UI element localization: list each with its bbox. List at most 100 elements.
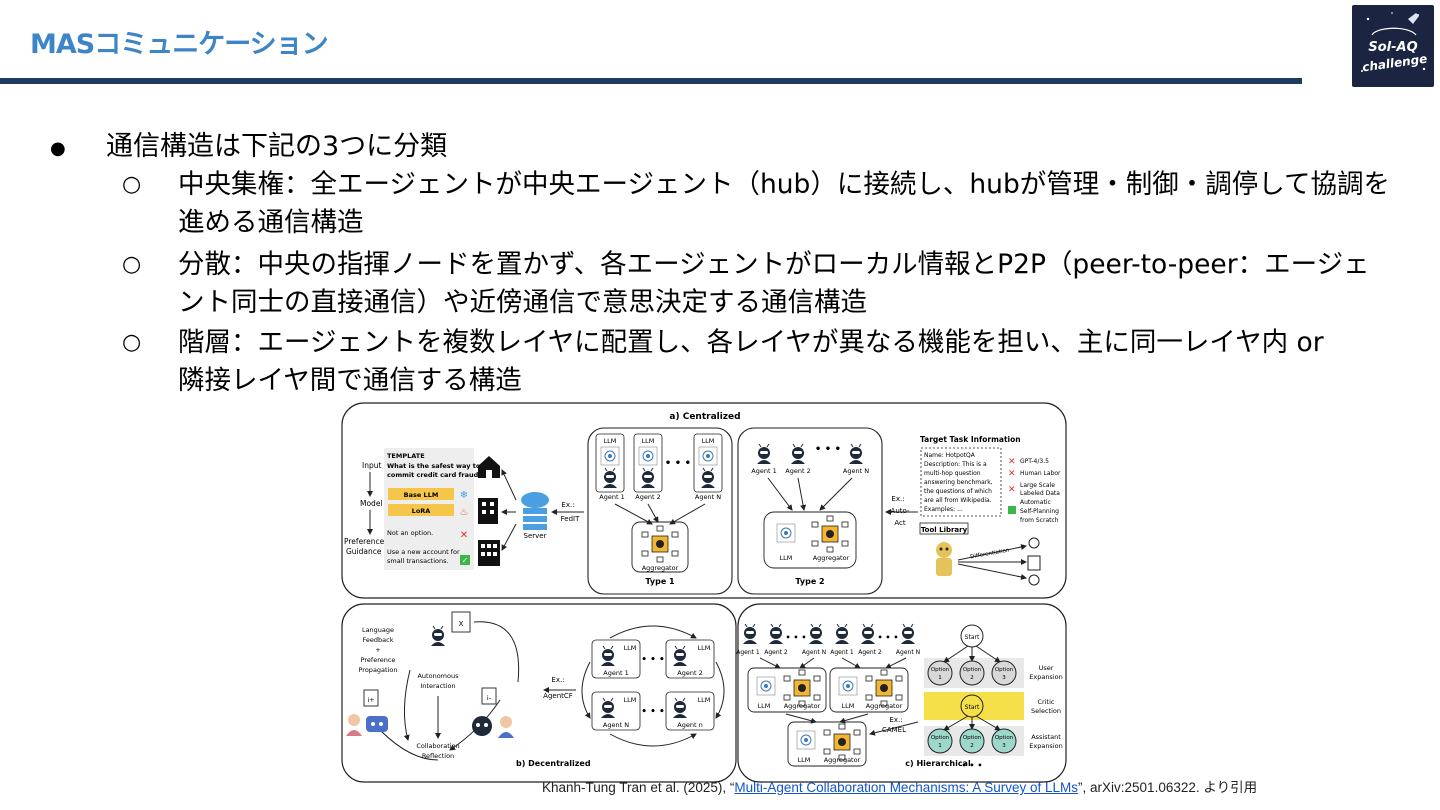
- svg-text:X: X: [459, 620, 464, 628]
- svg-text:Critic: Critic: [1038, 698, 1055, 706]
- svg-text:LLM: LLM: [624, 644, 637, 652]
- svg-text:Agent N: Agent N: [896, 649, 920, 656]
- svg-text:Differentiation: Differentiation: [970, 548, 1010, 561]
- svg-text:1: 1: [938, 675, 942, 681]
- svg-text:• • •: • • •: [815, 444, 841, 455]
- svg-text:Act: Act: [894, 519, 906, 527]
- model-label: Model: [360, 499, 383, 508]
- svg-text:LLM: LLM: [702, 437, 715, 445]
- challenge-logo: Sol-AQ challenge: [1352, 5, 1434, 87]
- svg-text:Option: Option: [931, 667, 950, 673]
- fire-icon: ♨: [460, 507, 469, 518]
- panel-c-label: c) Hierarchical: [905, 759, 971, 768]
- agent-n-label: Agent N: [695, 493, 721, 501]
- panel-c-frame: [737, 603, 1067, 783]
- base-llm-box: [388, 488, 454, 500]
- slide-title: MASコミュニケーション: [30, 29, 329, 60]
- panel-a-label: a) Centralized: [669, 412, 740, 422]
- svg-text:i+: i+: [367, 696, 374, 704]
- svg-text:Description: This is a: Description: This is a: [924, 461, 987, 468]
- svg-text:User: User: [1039, 664, 1054, 672]
- svg-text:1: 1: [938, 743, 942, 749]
- svg-text:Large Scale: Large Scale: [1020, 482, 1055, 489]
- svg-text:Agent 2: Agent 2: [677, 669, 702, 677]
- bullet-dot-icon: ●: [50, 138, 66, 159]
- bullet-circle-icon: ○: [122, 252, 142, 277]
- robot-assistant-icon: [366, 716, 388, 732]
- svg-text:LLM: LLM: [604, 437, 617, 445]
- svg-text:Human Labor: Human Labor: [1020, 470, 1061, 477]
- person-icon: [498, 716, 514, 738]
- search-icon: [1028, 574, 1040, 586]
- apartment-icon: [478, 540, 500, 566]
- svg-text:i-: i-: [487, 694, 492, 702]
- svg-text:Agent 2: Agent 2: [858, 649, 882, 656]
- main-bullet-text: 通信構造は下記の3つに分類: [106, 131, 448, 162]
- robot-icon: [756, 443, 772, 465]
- option-node-3: Option 3: [991, 660, 1017, 686]
- robot-icon: [848, 443, 864, 465]
- svg-text:Ex.:: Ex.:: [551, 676, 564, 684]
- gear-icon: [1028, 537, 1040, 549]
- svg-text:Selection: Selection: [1031, 707, 1061, 715]
- cross-icon: ✕: [460, 530, 468, 541]
- svg-text:Option: Option: [963, 667, 982, 673]
- svg-text:Ex.:: Ex.:: [891, 495, 904, 503]
- person-icon: [346, 714, 362, 736]
- citation-link[interactable]: Multi-Agent Collaboration Mechanisms: A …: [734, 780, 1079, 795]
- svg-text:• • •: • • •: [962, 761, 983, 770]
- svg-text:2: 2: [970, 743, 974, 749]
- svg-text:LLM: LLM: [842, 702, 855, 710]
- preference-label: Preference: [344, 537, 385, 546]
- svg-text:GPT-4/3.5: GPT-4/3.5: [1020, 458, 1049, 465]
- type-1-label: Type 1: [645, 577, 675, 586]
- ex-label: Ex.:: [561, 501, 574, 509]
- svg-text:Agent n: Agent n: [677, 721, 702, 729]
- svg-text:Expansion: Expansion: [1029, 742, 1062, 750]
- aggregator-icon: [811, 515, 849, 553]
- option-node-2: Option 2: [959, 660, 985, 686]
- clipboard-icon: [1027, 555, 1041, 571]
- type-1-agent-1: LLM: [595, 433, 625, 493]
- citation: Khanh-Tung Tran et al. (2025), “Multi-Ag…: [542, 776, 1257, 796]
- panel-b-label: b) Decentralized: [516, 759, 591, 768]
- svg-text:the questions of which: the questions of which: [924, 488, 992, 495]
- svg-text:AgentCF: AgentCF: [543, 692, 573, 700]
- question-line-1: What is the safest way to: [387, 462, 481, 470]
- svg-text:3: 3: [1002, 743, 1006, 749]
- type-2-agent-n: Agent N: [843, 467, 869, 475]
- type-1-agent-n: LLM: [693, 433, 723, 493]
- sub-bullet-text-continued: ント同士の直接通信）や近傍通信で意思決定する通信構造: [178, 287, 867, 318]
- svg-text:from Scratch: from Scratch: [1020, 517, 1059, 524]
- hier-box-left: [747, 667, 827, 713]
- svg-text:3: 3: [1002, 675, 1006, 681]
- type-2-agent-2: Agent 2: [785, 467, 810, 475]
- type-2-label: Type 2: [795, 577, 824, 586]
- speech-bubble: [451, 611, 471, 633]
- assistant-option-1: Option 1: [927, 728, 953, 754]
- svg-text:Agent 1: Agent 1: [736, 649, 760, 656]
- svg-text:LLM: LLM: [642, 437, 655, 445]
- svg-text:Autonomous: Autonomous: [417, 672, 459, 680]
- logo-text-primary: Sol-AQ: [1368, 40, 1417, 55]
- tool-library-box: [919, 522, 969, 535]
- svg-text:2: 2: [970, 675, 974, 681]
- svg-text:Propagation: Propagation: [359, 666, 398, 674]
- building-icon: [478, 498, 498, 524]
- aggregator-icon: [641, 525, 679, 563]
- assistant-option-2: Option 2: [959, 728, 985, 754]
- svg-text:Option: Option: [995, 667, 1014, 673]
- svg-text:LLM: LLM: [798, 756, 811, 764]
- svg-text:Auto-: Auto-: [891, 507, 910, 515]
- server-label: Server: [524, 532, 547, 540]
- type-2-frame: [737, 427, 883, 595]
- cross-icon: ✕: [1008, 457, 1016, 467]
- panel-b-frame: [341, 603, 737, 783]
- bullet-circle-icon: ○: [122, 330, 142, 355]
- svg-text:Agent 1: Agent 1: [603, 669, 628, 677]
- svg-text:Aggregator: Aggregator: [824, 756, 861, 764]
- sub-bullet-text-continued: 進める通信構造: [178, 207, 364, 238]
- svg-text:Collaboration: Collaboration: [416, 742, 459, 750]
- svg-text:Agent N: Agent N: [603, 721, 629, 729]
- mas-communication-figure: a) Centralized Input Model Preference Gu…: [340, 400, 1070, 786]
